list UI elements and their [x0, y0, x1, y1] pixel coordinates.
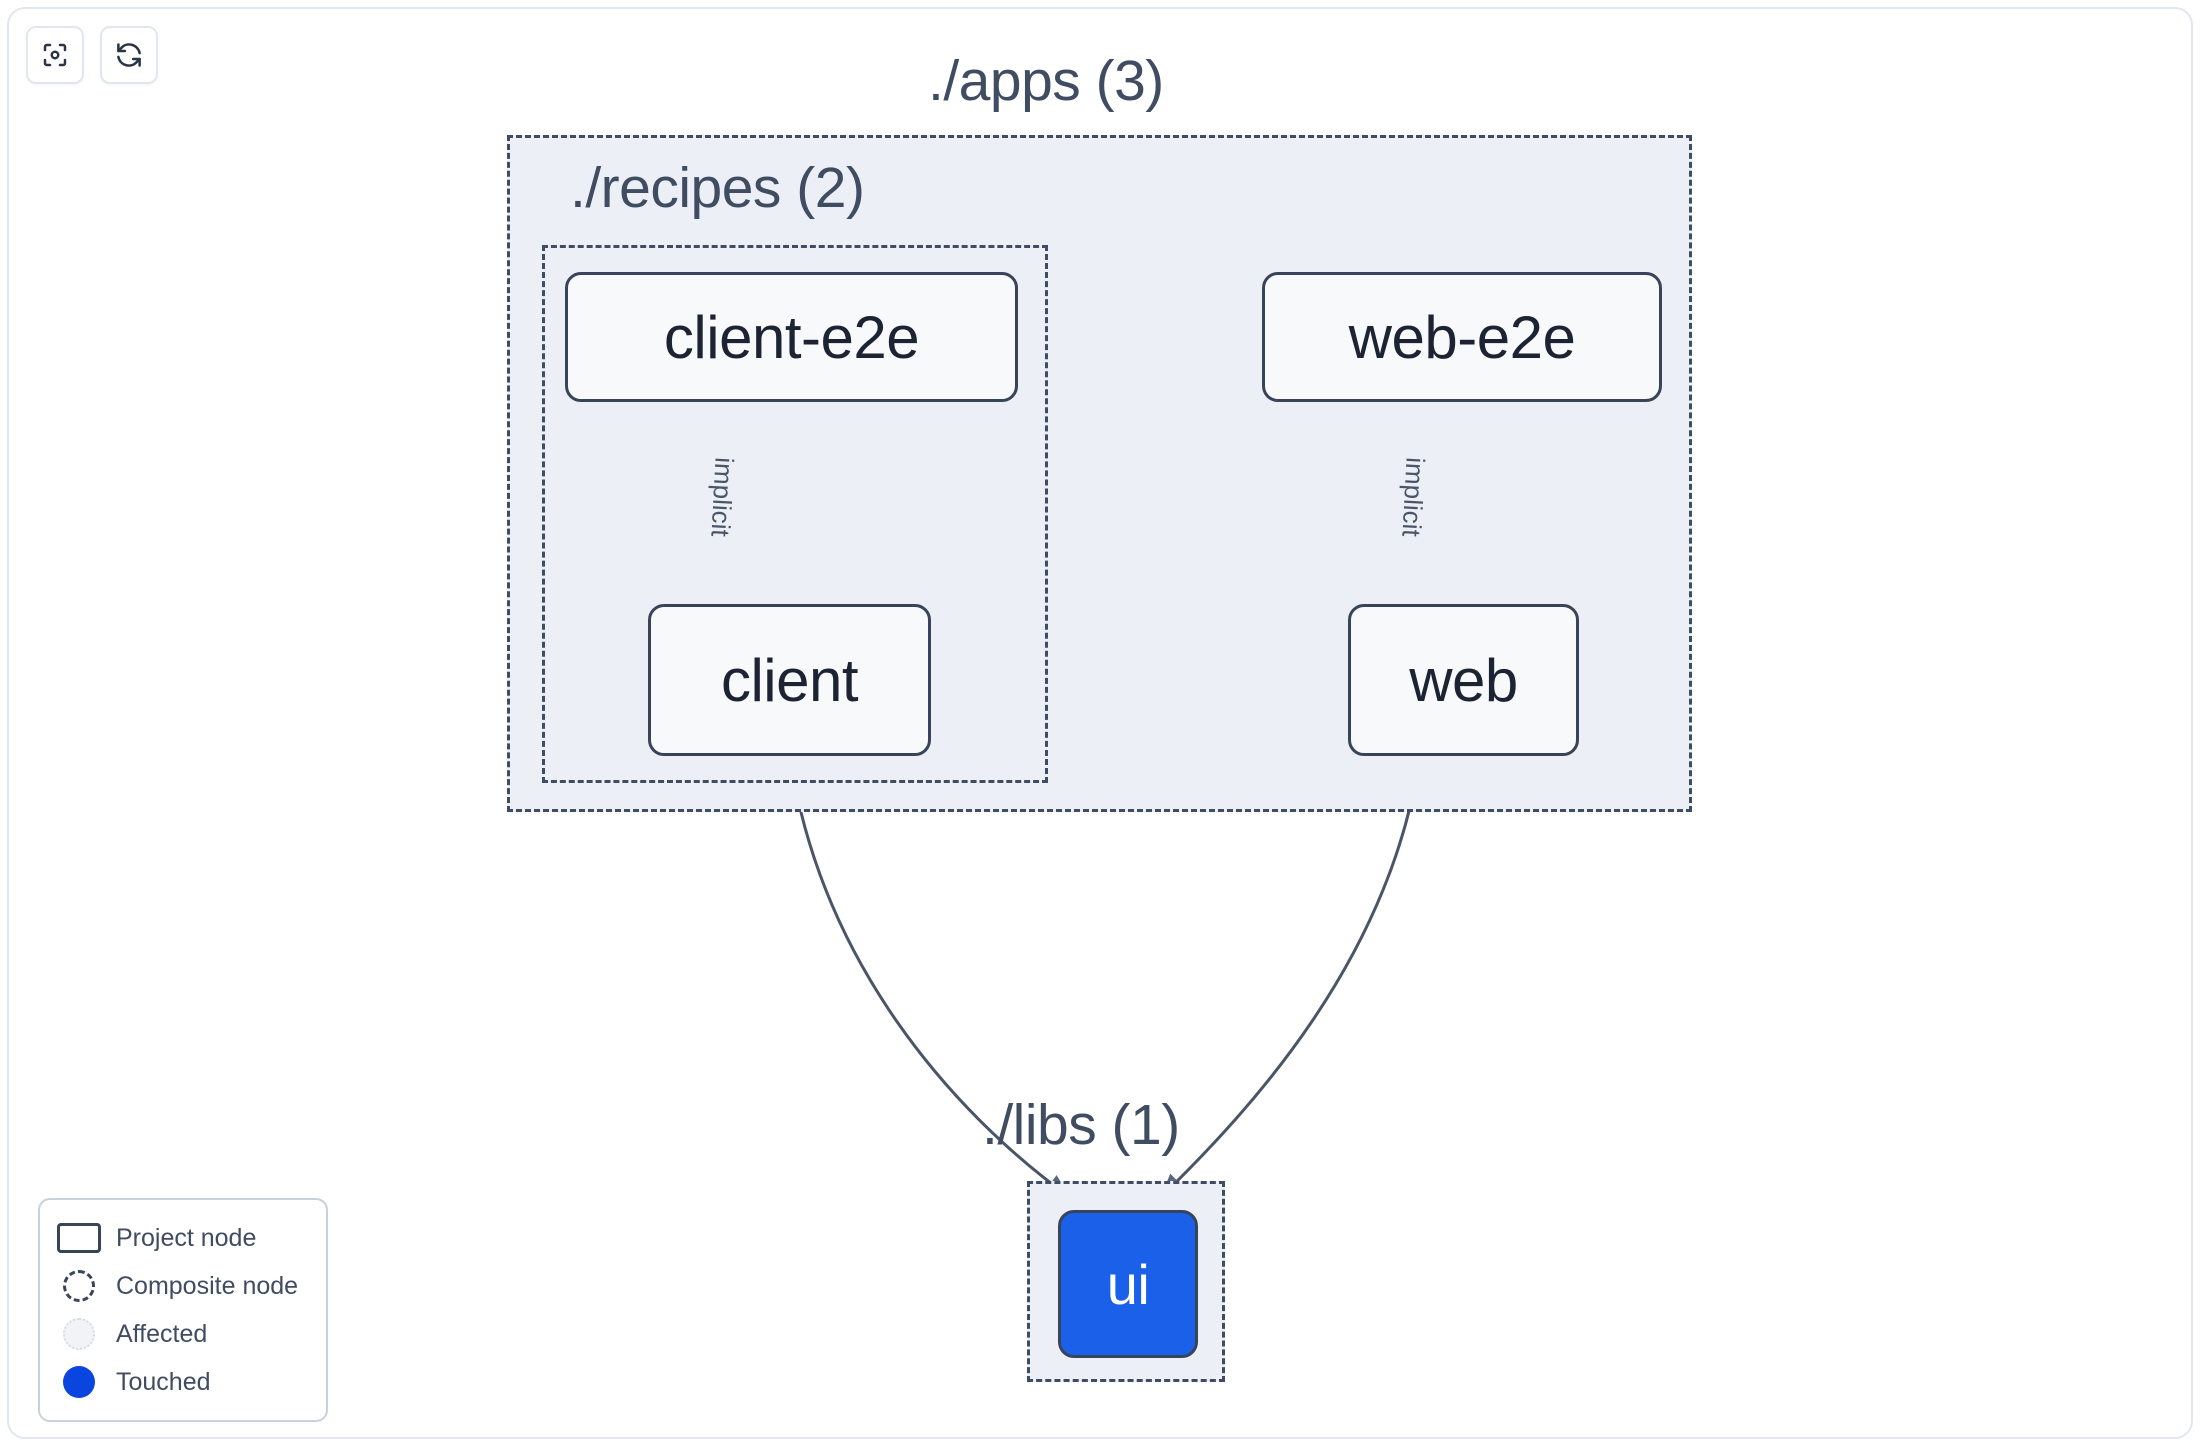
project-node-web[interactable]: web [1348, 604, 1579, 756]
refresh-button[interactable] [100, 26, 158, 84]
touched-swatch [56, 1366, 102, 1398]
legend-label-project-node: Project node [116, 1223, 257, 1252]
composite-node-swatch [56, 1270, 102, 1302]
refresh-sync-icon [114, 40, 144, 70]
legend-label-affected: Affected [116, 1319, 208, 1348]
legend-label-composite-node: Composite node [116, 1271, 299, 1300]
group-label-recipes: ./recipes (2) [570, 156, 865, 220]
legend-item-affected: Affected [56, 1310, 310, 1358]
focus-target-icon [40, 40, 70, 70]
affected-swatch [56, 1318, 102, 1350]
group-label-apps: ./apps (3) [928, 49, 1164, 113]
edge-label-web-e2e__web: implicit [1396, 456, 1431, 538]
focus-button[interactable] [26, 26, 84, 84]
project-node-ui[interactable]: ui [1058, 1210, 1198, 1358]
project-node-web-e2e[interactable]: web-e2e [1262, 272, 1662, 402]
group-label-libs: ./libs (1) [982, 1093, 1180, 1157]
project-node-client-e2e[interactable]: client-e2e [565, 272, 1018, 402]
edge-label-client-e2e__client: implicit [705, 456, 740, 538]
project-node-client[interactable]: client [648, 604, 931, 756]
legend-item-composite-node: Composite node [56, 1262, 310, 1310]
legend-label-touched: Touched [116, 1367, 211, 1396]
graph-legend: Project node Composite node Affected Tou… [38, 1198, 328, 1422]
legend-item-project-node: Project node [56, 1214, 310, 1262]
project-node-swatch [56, 1223, 102, 1253]
graph-toolbar [26, 26, 158, 84]
legend-item-touched: Touched [56, 1358, 310, 1406]
